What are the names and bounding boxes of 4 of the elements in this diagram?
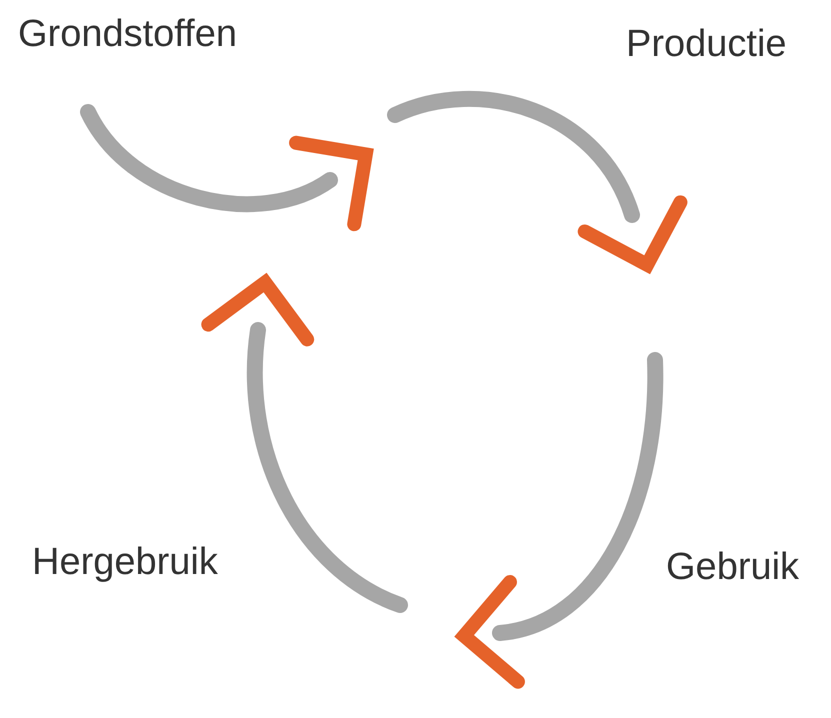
stage-label: Gebruik bbox=[666, 545, 800, 590]
stage-label: Grondstoffen bbox=[18, 12, 238, 57]
stage-label: Productie bbox=[626, 22, 787, 67]
stage-label: Hergebruik bbox=[32, 540, 218, 585]
